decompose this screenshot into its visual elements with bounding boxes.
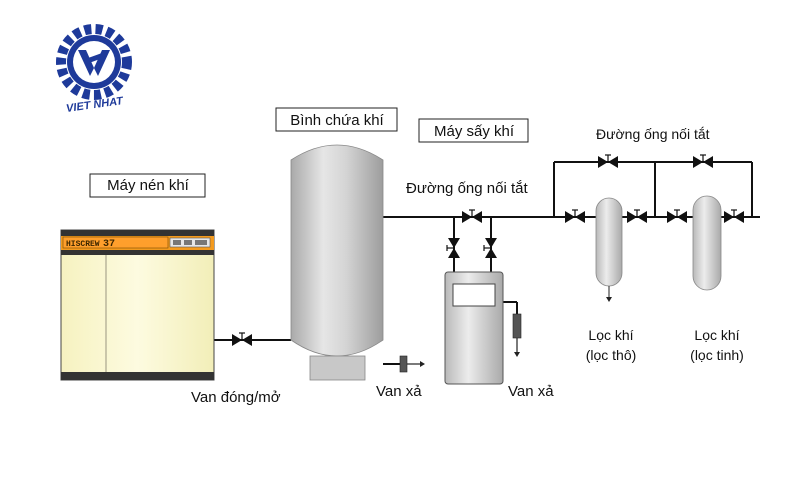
compressor-reading: 37 (103, 239, 115, 250)
dryer-display (452, 283, 496, 307)
dryer-label: Máy sấy khí (434, 123, 515, 140)
air-compressor: HISCREW 37 (60, 229, 215, 381)
fine-filter-label-1: Lọc khí (694, 327, 739, 343)
fine-filter-outlet-valve (724, 209, 744, 223)
tank-label-frame (275, 107, 398, 132)
compressor-label-frame (89, 173, 206, 198)
coarse-filter-label-1: Lọc khí (588, 327, 633, 343)
on-off-valve-label: Van đóng/mở (191, 389, 281, 406)
air-dryer (444, 271, 504, 385)
tank-drain-valve (399, 355, 425, 373)
coarse-filter-outlet-valve (627, 209, 647, 223)
on-off-valve (232, 332, 252, 346)
tank-label: Bình chứa khí (290, 112, 384, 129)
dryer-drain-label: Van xả (508, 383, 554, 400)
coarse-filter-label-2: (lọc thô) (586, 347, 637, 363)
bypass-top-valve-2 (693, 154, 713, 168)
logo-text: VIET NHAT (65, 95, 125, 115)
coarse-filter-inlet-valve (565, 209, 585, 223)
coarse-filter (595, 197, 623, 302)
compressor-display (62, 236, 169, 249)
bypass-top-valve-1 (598, 154, 618, 168)
air-receiver-tank (290, 144, 384, 381)
fine-filter (692, 195, 722, 291)
fine-filter-inlet-valve (667, 209, 687, 223)
gear-icon (56, 24, 132, 100)
viet-nhat-logo: VIET NHAT (56, 24, 132, 115)
bypass-main-valve (462, 209, 482, 223)
bypass-main-label: Đường ống nối tắt (406, 180, 528, 197)
dryer-inlet-valve (446, 238, 460, 258)
dryer-outlet-valve (483, 238, 497, 258)
tank-drain-label: Van xả (376, 383, 422, 400)
compressor-brand: HISCREW (66, 240, 100, 249)
fine-filter-label-2: (lọc tinh) (690, 347, 744, 363)
bypass-top-label: Đường ống nối tắt (596, 126, 710, 142)
dryer-drain-valve (512, 313, 522, 357)
compressor-label: Máy nén khí (107, 177, 190, 194)
dryer-label-frame (418, 118, 529, 143)
